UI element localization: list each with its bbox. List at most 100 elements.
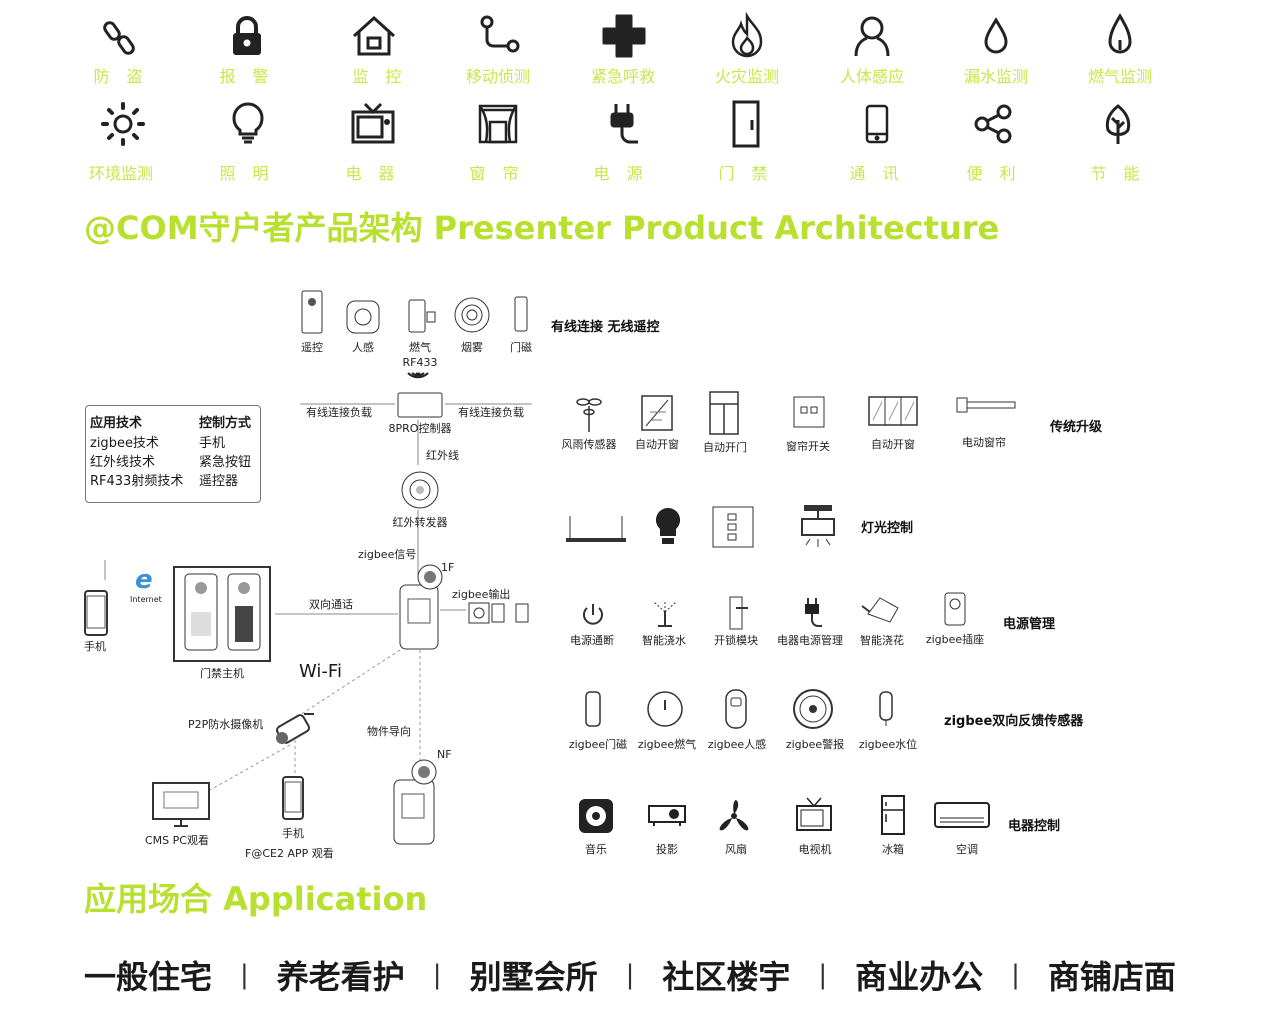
device-caption: zigbee警报 (785, 738, 845, 751)
scene-separator: | (625, 960, 635, 990)
scene-item: 别墅会所 (469, 958, 598, 996)
tech-box-heading: 应用技术 (90, 416, 143, 431)
feature-label: 电 器 (345, 164, 401, 183)
device-caption: 电源通断 (570, 634, 614, 647)
tech-row: zigbee技术 (90, 436, 159, 451)
share-icon (970, 100, 1018, 148)
zigbee-motion-icon (724, 688, 748, 730)
scene-item: 养老看护 (276, 958, 405, 996)
feature-label: 便 利 (966, 164, 1022, 183)
device-caption: zigbee插座 (925, 633, 985, 646)
water-drop-icon (972, 12, 1020, 60)
tech-row: 红外线技术 (90, 455, 156, 470)
wireless-signal-icon (404, 371, 432, 389)
feature-label: 漏水监测 (963, 67, 1028, 86)
device-caption: zigbee人感 (707, 738, 767, 751)
monitor-icon (152, 782, 210, 828)
plug-icon (598, 100, 646, 148)
zigbee-water-icon (875, 690, 897, 728)
device-caption: 冰箱 (882, 843, 904, 856)
scene-item: 社区楼宇 (662, 958, 791, 996)
wifi-label: Wi-Fi (299, 661, 342, 682)
remote-device-icon (300, 290, 324, 334)
scene-separator: | (240, 960, 249, 990)
tech-row: RF433射频技术 (90, 474, 184, 489)
controller-label: 8PRO控制器 (388, 422, 452, 435)
curtain-switch-icon (793, 396, 825, 428)
zigbee-socket-icon (944, 592, 966, 626)
feature-label: 监 控 (352, 67, 408, 86)
phone2-label: 手机 (282, 827, 304, 840)
feature-label: 照 明 (219, 164, 275, 183)
device-caption: zigbee门磁 (568, 738, 628, 751)
device-caption: 风扇 (725, 843, 747, 856)
link-icon (97, 14, 145, 62)
device-caption: 智能浇水 (642, 634, 686, 647)
device-caption: 自动开门 (703, 441, 747, 454)
wired-load-right: 有线连接负载 (458, 406, 524, 419)
device-caption: 智能浇花 (860, 634, 904, 647)
door-sensor-icon (512, 296, 530, 334)
phone-label: 手机 (84, 640, 106, 653)
sun-icon (99, 100, 147, 148)
two-way-label: 双向通话 (309, 598, 353, 611)
tech-box (85, 405, 261, 503)
flame-icon (1096, 12, 1144, 60)
device-caption: 电视机 (798, 843, 832, 856)
feature-label: 紧急呼救 (590, 67, 655, 86)
house-icon (350, 12, 398, 60)
tv-icon (349, 100, 397, 148)
zigbee-output-label: zigbee输出 (452, 588, 511, 601)
scene-separator: | (1011, 960, 1020, 990)
device-caption: 门磁 (510, 341, 532, 354)
scene-item: 商铺店面 (1047, 958, 1176, 996)
phone-device-icon (84, 590, 108, 636)
air-conditioner-icon (934, 802, 990, 828)
feature-label: 防 盗 (93, 67, 149, 86)
gateway-device-icon (398, 563, 444, 651)
device-caption: 人感 (352, 341, 374, 354)
feature-label: 报 警 (219, 67, 275, 86)
power-toggle-icon (580, 602, 606, 628)
television-icon (795, 796, 833, 834)
svg-text:e: e (135, 565, 153, 592)
device-caption: 燃气 (409, 341, 431, 354)
fire-icon (723, 11, 771, 60)
person-icon (848, 12, 896, 60)
door-icon (722, 100, 770, 148)
feature-label: 环境监测 (88, 164, 153, 183)
control-heading: 控制方式 (199, 416, 252, 431)
infrared-line-label: 红外线 (426, 449, 459, 462)
control-row: 遥控器 (199, 474, 239, 489)
p2p-camera-label: P2P防水摄像机 (188, 718, 264, 731)
controller-icon (397, 392, 443, 418)
cms-pc-label: CMS PC观看 (145, 834, 209, 847)
lighting-title: 灯光控制 (861, 521, 914, 536)
door-host-label: 门禁主机 (200, 667, 244, 680)
lock-icon (223, 12, 271, 60)
rf433-label: RF433 (402, 356, 438, 369)
feature-label: 窗 帘 (469, 164, 525, 183)
wind-rain-sensor-icon (574, 392, 604, 434)
ir-repeater-label: 红外转发器 (392, 516, 448, 529)
zigbee-door-icon (584, 690, 602, 728)
device-caption: 窗帘开关 (786, 440, 830, 453)
floor-1f-label: 1F (441, 561, 455, 574)
wired-load-left: 有线连接负载 (306, 406, 372, 419)
medical-cross-icon (600, 12, 648, 60)
watering-can-icon (860, 594, 904, 624)
traditional-title: 传统升级 (1050, 420, 1103, 435)
zigbee-signal-label: zigbee信号 (358, 548, 417, 561)
scene-item: 商业办公 (855, 958, 984, 996)
ir-repeater-icon (400, 470, 440, 510)
led-strip-icon (566, 514, 626, 544)
feature-label: 电 源 (593, 164, 649, 183)
appliance-plug-icon (800, 596, 824, 630)
fan-icon (714, 798, 754, 834)
power-title: 电源管理 (1003, 617, 1056, 632)
device-caption: 遥控 (301, 341, 323, 354)
appliance-title: 电器控制 (1008, 819, 1061, 834)
device-caption: zigbee燃气 (637, 738, 697, 751)
scene-separator: | (432, 960, 442, 990)
device-caption: 烟雾 (461, 341, 483, 354)
